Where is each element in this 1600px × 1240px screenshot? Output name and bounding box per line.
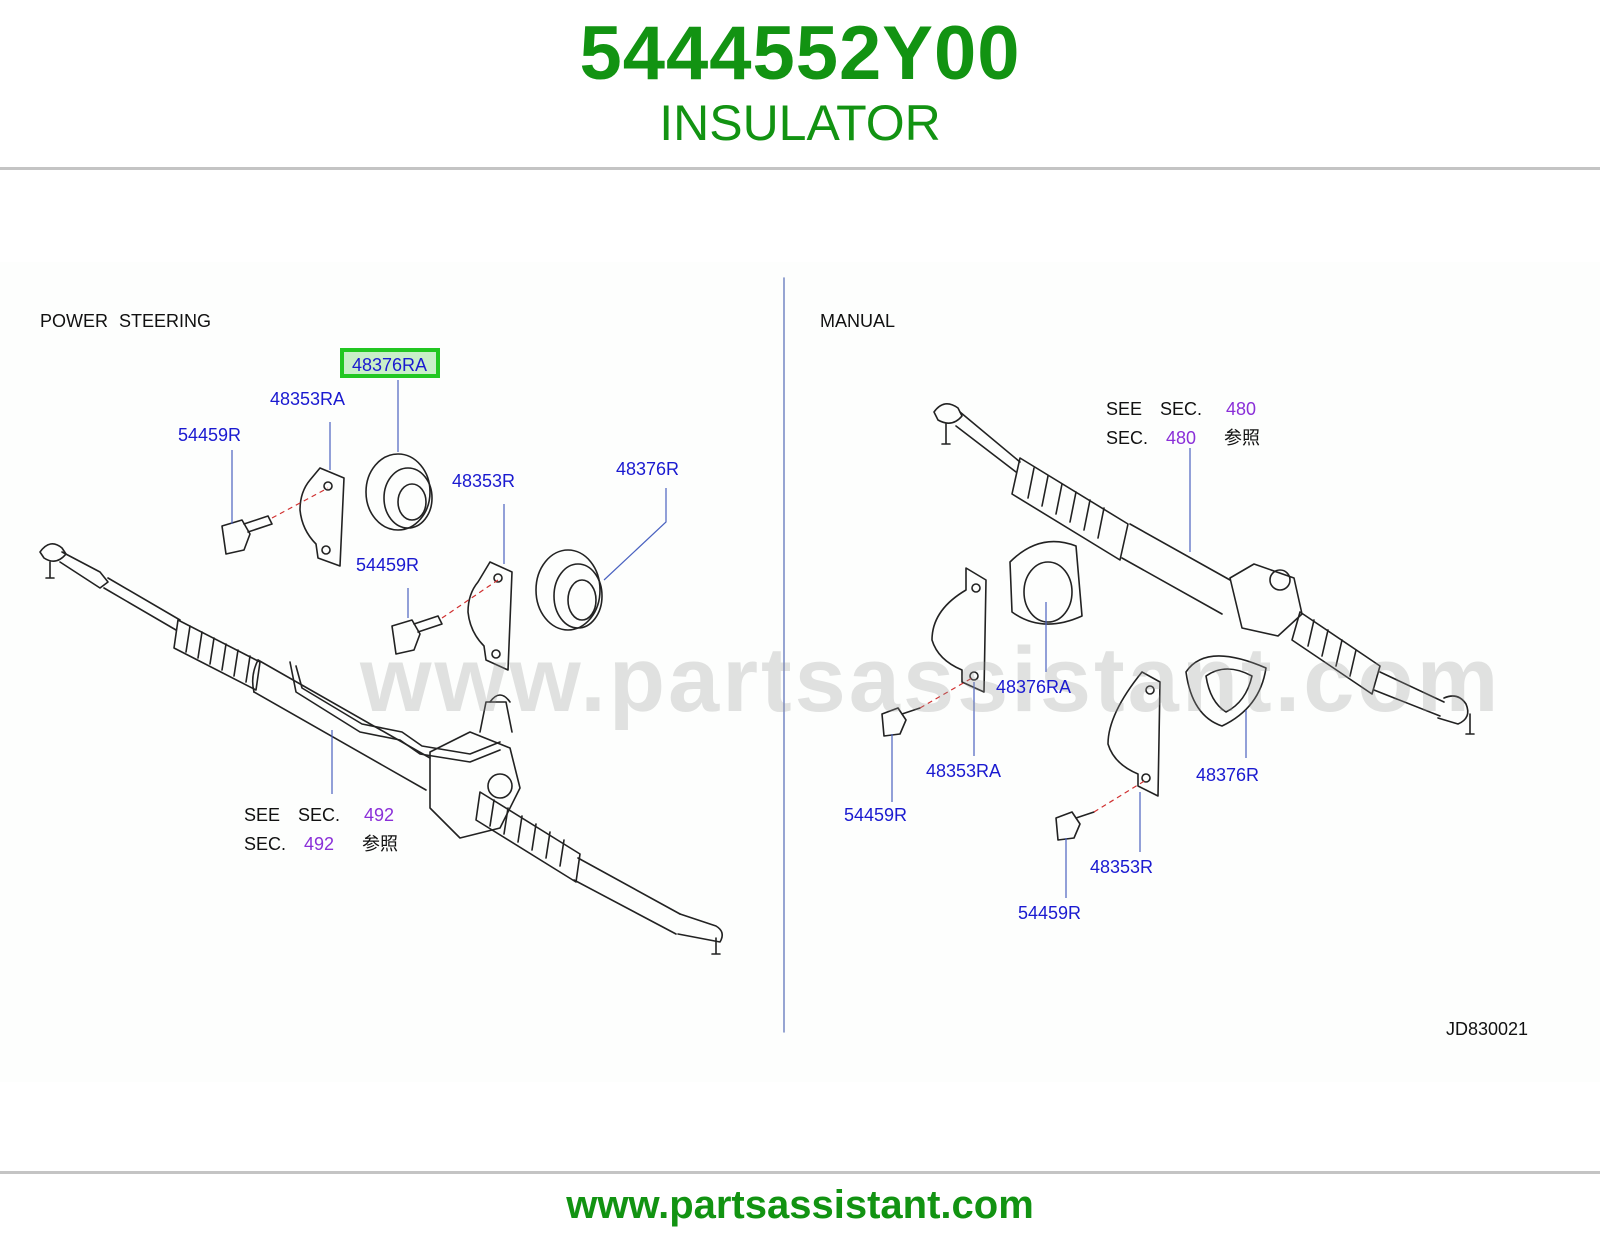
bracket-48353r-left [467, 561, 513, 671]
insulator-48376ra-right [1009, 540, 1083, 625]
see-text-left: SEE [244, 805, 281, 825]
callout-54459r-left-upper[interactable]: 54459R [178, 425, 242, 445]
watermark: www.partsassistant.com [360, 629, 1502, 731]
header: 5444552Y00 INSULATOR [0, 0, 1600, 168]
bracket-48353ra-right [931, 567, 987, 693]
bolt-54459r-right-upper [881, 707, 921, 737]
callout-48376r-left[interactable]: 48376R [616, 459, 680, 479]
footer-website[interactable]: www.partsassistant.com [566, 1183, 1034, 1227]
bolt-54459r-left-lower [391, 615, 443, 655]
see-text-right: SEE [1106, 399, 1143, 419]
bolt-54459r-right-lower [1055, 811, 1095, 841]
diagram-drawing [39, 277, 1475, 1033]
sec-text-right: SEC. [1160, 399, 1203, 419]
part-number: 5444552Y00 [579, 11, 1021, 96]
footer-divider [0, 1171, 1600, 1174]
manual-rack [933, 403, 1475, 735]
power-steering-rack [39, 543, 724, 955]
header-divider [0, 167, 1600, 170]
drawing-code: JD830021 [1446, 1019, 1529, 1039]
reference-kanji-left: 参照 [362, 834, 398, 854]
sec-text-left-2: SEC. [244, 834, 287, 854]
callout-48353ra-left[interactable]: 48353RA [270, 389, 346, 409]
callout-48353r-left[interactable]: 48353R [452, 471, 516, 491]
section-ref-492[interactable]: 492 [364, 805, 395, 825]
section-title-power-steering: POWER STEERING [40, 311, 212, 331]
callout-54459r-right-upper[interactable]: 54459R [844, 805, 908, 825]
reference-kanji-right: 参照 [1224, 428, 1260, 448]
callout-54459r-left-lower[interactable]: 54459R [356, 555, 420, 575]
sec-text-right-2: SEC. [1106, 428, 1149, 448]
bolt-54459r-left-upper [221, 515, 273, 555]
sec-text-left: SEC. [298, 805, 341, 825]
section-ref-480-2[interactable]: 480 [1166, 428, 1197, 448]
bracket-48353r-right [1107, 671, 1161, 797]
callout-48353ra-right[interactable]: 48353RA [926, 761, 1002, 781]
section-ref-480[interactable]: 480 [1226, 399, 1257, 419]
callout-54459r-right-lower[interactable]: 54459R [1018, 903, 1082, 923]
highlighted-part-callout[interactable]: 48376RA [340, 348, 440, 378]
bracket-48353ra-left [299, 467, 345, 567]
section-ref-492-2[interactable]: 492 [304, 834, 335, 854]
insulator-48376r-left [535, 549, 603, 631]
part-name: INSULATOR [659, 95, 941, 151]
insulator-48376ra-left [365, 453, 433, 531]
section-title-manual: MANUAL [820, 311, 896, 331]
parts-diagram: www.partsassistant.com POWER STEERING MA… [0, 262, 1600, 1082]
insulator-48376r-right [1185, 655, 1267, 727]
callout-48376ra-right[interactable]: 48376RA [996, 677, 1072, 697]
highlighted-part-label: 48376RA [352, 355, 428, 375]
callout-48376r-right[interactable]: 48376R [1196, 765, 1260, 785]
callout-48353r-right[interactable]: 48353R [1090, 857, 1154, 877]
